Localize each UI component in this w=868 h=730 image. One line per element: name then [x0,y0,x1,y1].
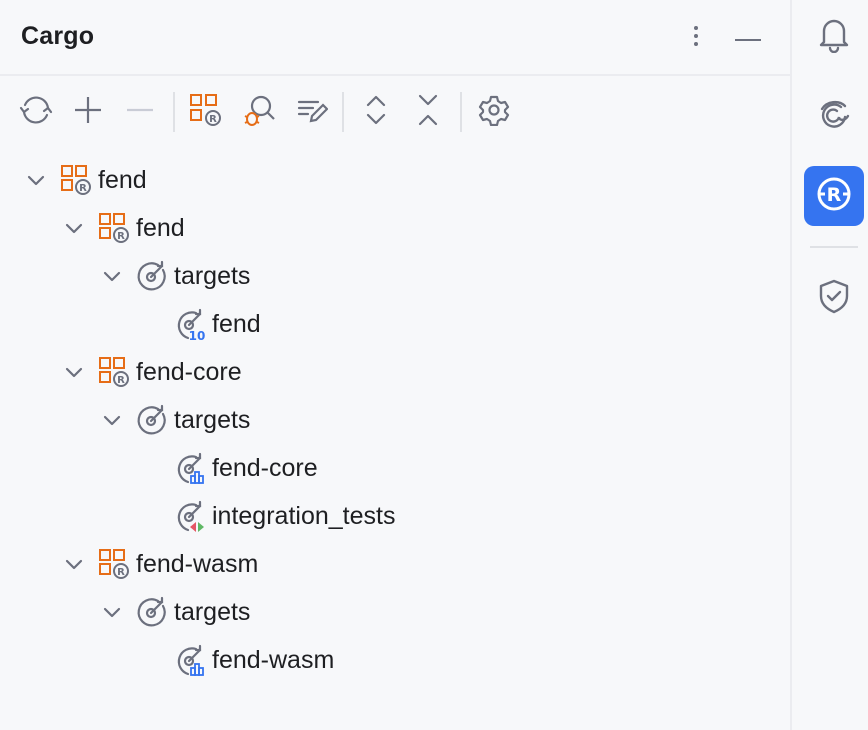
expand-all-icon [361,93,391,132]
svg-text:10: 10 [189,329,206,340]
edit-settings-icon [296,94,329,131]
tree-node-label: targets [174,405,251,434]
tree-node-bin-target[interactable]: 10 fend [174,300,261,348]
chevron-down-icon[interactable] [98,598,126,626]
debug-search-button[interactable] [236,90,280,134]
library-target-icon [174,452,206,484]
tree-node-label: fend [98,165,147,194]
security-shield-icon [815,277,853,320]
cargo-package-icon: R [98,356,130,388]
rust-cargo-icon: R [814,174,854,219]
cargo-tool-window: Cargo [0,0,790,684]
refresh-icon [18,92,54,133]
svg-text:R: R [79,183,87,194]
tree-node-targets[interactable]: targets [98,396,250,444]
tree-node-label: targets [174,597,251,626]
target-icon [136,404,168,436]
chevron-down-icon[interactable] [98,406,126,434]
svg-text:R: R [209,114,217,125]
expand-all-button[interactable] [354,90,398,134]
tree-node-label: fend-wasm [136,549,259,578]
chevron-down-icon[interactable] [98,262,126,290]
cargo-package-icon: R [98,548,130,580]
chevron-down-icon[interactable] [60,358,88,386]
chevron-down-icon[interactable] [22,166,50,194]
tree-node-label: fend [136,213,185,242]
cargo-tool-button[interactable]: R [804,166,864,226]
tree-node-lib-target[interactable]: fend-core [174,444,318,492]
test-target-icon [174,500,206,532]
debug-search-icon [240,92,276,133]
ai-assistant-button[interactable] [804,86,864,146]
remove-button[interactable] [118,90,162,134]
settings-gear-icon [478,94,510,131]
tree-node-package[interactable]: R fend [60,204,185,252]
more-options-button[interactable] [678,20,714,56]
minimize-icon [734,24,762,53]
notifications-button[interactable] [804,6,864,66]
security-button[interactable] [804,268,864,328]
library-target-icon [174,644,206,676]
refresh-button[interactable] [14,90,58,134]
toolbar-separator [342,92,344,132]
tree-node-label: fend [212,309,261,338]
tree-node-label: integration_tests [212,501,396,530]
chevron-down-icon[interactable] [60,214,88,242]
remove-icon [125,95,155,130]
cargo-package-icon: R [60,164,92,196]
target-icon [136,596,168,628]
tree-node-label: fend-core [212,453,318,482]
toolbar-separator [173,92,175,132]
tree-node-label: fend-core [136,357,242,386]
chevron-down-icon[interactable] [60,550,88,578]
tree-node-package[interactable]: R fend-wasm [60,540,258,588]
add-icon [73,95,103,130]
more-vertical-icon [684,24,708,53]
tool-window-header: Cargo [0,0,790,76]
tool-strip-separator [810,246,858,248]
tree-node-lib-target[interactable]: fend-wasm [174,636,334,684]
toolbar-separator [460,92,462,132]
edit-settings-button[interactable] [290,90,334,134]
settings-button[interactable] [472,90,516,134]
tree-node-workspace[interactable]: R fend [22,156,147,204]
right-tool-strip: R [790,0,868,730]
tool-window-title: Cargo [21,22,95,50]
tree-node-test-target[interactable]: integration_tests [174,492,395,540]
tree-node-package[interactable]: R fend-core [60,348,242,396]
cargo-package-icon: R [98,212,130,244]
target-icon [136,260,168,292]
ai-assistant-icon [815,95,853,138]
svg-text:R: R [827,184,842,206]
cargo-project-icon: R [189,93,223,132]
collapse-all-button[interactable] [406,90,450,134]
svg-text:R: R [117,375,125,386]
tree-node-label: targets [174,261,251,290]
cargo-project-button[interactable]: R [184,90,228,134]
tree-node-targets[interactable]: targets [98,588,250,636]
svg-text:R: R [117,567,125,578]
tree-node-label: fend-wasm [212,645,335,674]
collapse-all-icon [413,93,443,132]
add-button[interactable] [66,90,110,134]
binary-target-icon: 10 [174,308,206,340]
notifications-bell-icon [815,15,853,58]
cargo-toolbar: R [0,90,790,134]
tree-node-targets[interactable]: targets [98,252,250,300]
minimize-button[interactable] [730,20,766,56]
svg-text:R: R [117,231,125,242]
